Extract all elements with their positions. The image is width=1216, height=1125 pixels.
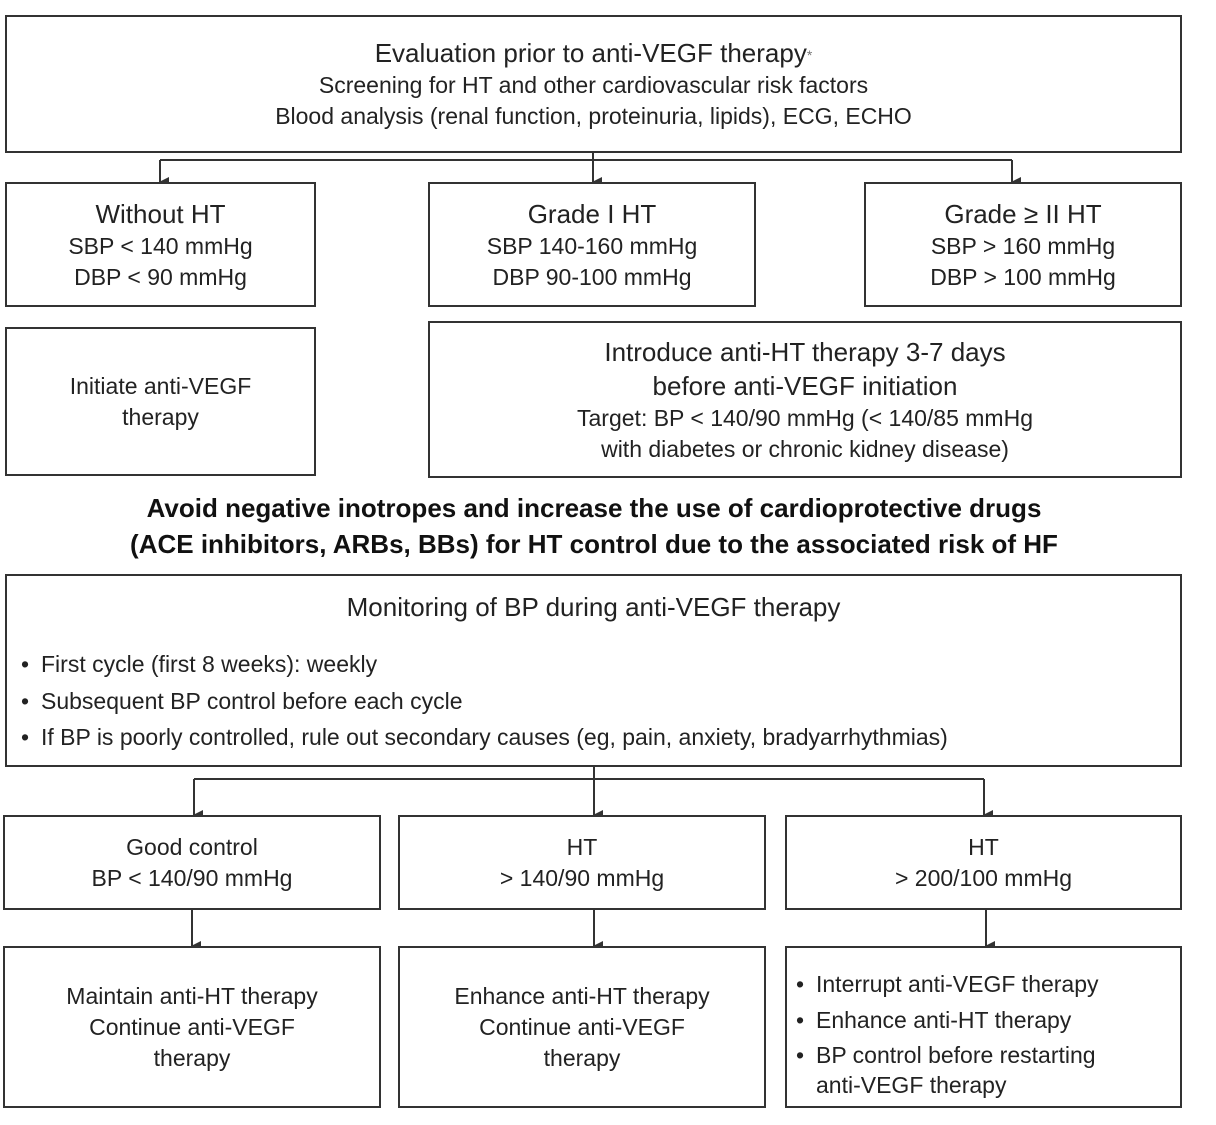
evaluation-line-blood-analysis: Blood analysis (renal function, proteinu… [275, 103, 912, 129]
target-line: Target: BP < 140/90 mmHg (< 140/85 mmHg [577, 404, 1033, 431]
evaluation-title: Evaluation prior to anti-VEGF therapy* [374, 38, 813, 68]
initiate-line: Initiate anti-VEGF [69, 372, 252, 399]
outcome-ht-140-90: HT > 140/90 mmHg [398, 815, 766, 910]
monitoring-bullet: If BP is poorly controlled, rule out sec… [21, 719, 948, 756]
initiate-therapy-box: Initiate anti-VEGF therapy [5, 327, 316, 476]
action-line: Enhance anti-HT therapy [454, 982, 710, 1009]
severe-action-continuation: anti-VEGF therapy [816, 1072, 1007, 1098]
outcome-line: > 200/100 mmHg [894, 864, 1073, 891]
category-dbp: DBP < 90 mmHg [74, 263, 247, 290]
outcome-good-control: Good control BP < 140/90 mmHg [3, 815, 381, 910]
introduce-line: Introduce anti-HT therapy 3-7 days [604, 336, 1006, 367]
outcome-line: Good control [126, 833, 258, 860]
avoid-note-line: (ACE inhibitors, ARBs, BBs) for HT contr… [130, 529, 1058, 559]
evaluation-line-screening: Screening for HT and other cardiovascula… [318, 72, 869, 98]
outcome-line: BP < 140/90 mmHg [91, 864, 293, 891]
category-sbp: SBP 140-160 mmHg [486, 232, 698, 259]
action-moderate-ht: Enhance anti-HT therapy Continue anti-VE… [398, 946, 766, 1108]
action-line: therapy [153, 1044, 231, 1071]
severe-action-list: Interrupt anti-VEGF therapy Enhance anti… [796, 967, 1099, 1074]
monitoring-title: Monitoring of BP during anti-VEGF therap… [346, 592, 841, 622]
category-title: Grade ≥ II HT [944, 198, 1102, 229]
category-sbp: SBP > 160 mmHg [930, 232, 1116, 259]
outcome-line: HT [968, 833, 999, 860]
evaluation-box: Evaluation prior to anti-VEGF therapy* S… [5, 15, 1182, 153]
category-sbp: SBP < 140 mmHg [68, 232, 253, 259]
introduce-anti-ht-box: Introduce anti-HT therapy 3-7 days befor… [428, 321, 1182, 478]
severe-action-bullet: BP control before restarting [796, 1038, 1099, 1074]
outcome-line: HT [566, 833, 598, 860]
monitoring-bullet: Subsequent BP control before each cycle [21, 683, 948, 720]
action-line: Continue anti-VEGF [89, 1013, 295, 1040]
initiate-line: therapy [122, 403, 199, 430]
introduce-line: before anti-VEGF initiation [652, 370, 958, 401]
category-grade-1-ht: Grade I HT SBP 140-160 mmHg DBP 90-100 m… [428, 182, 756, 307]
outcome-connectors [191, 910, 995, 951]
target-line: with diabetes or chronic kidney disease) [601, 435, 1009, 462]
category-without-ht: Without HT SBP < 140 mmHg DBP < 90 mmHg [5, 182, 316, 307]
monitoring-bullet-list: First cycle (first 8 weeks): weekly Subs… [21, 646, 948, 756]
monitoring-box: Monitoring of BP during anti-VEGF therap… [5, 574, 1182, 767]
action-good-control: Maintain anti-HT therapy Continue anti-V… [3, 946, 381, 1108]
avoid-note-line: Avoid negative inotropes and increase th… [146, 493, 1042, 523]
action-line: Maintain anti-HT therapy [66, 982, 318, 1009]
monitoring-bullet: First cycle (first 8 weeks): weekly [21, 646, 948, 683]
monitoring-connector [193, 767, 993, 820]
action-severe-ht: Interrupt anti-VEGF therapy Enhance anti… [785, 946, 1182, 1108]
category-title: Grade I HT [527, 198, 657, 229]
severe-action-bullet: Interrupt anti-VEGF therapy [796, 967, 1099, 1003]
top-connector [159, 152, 1021, 187]
action-line: therapy [543, 1044, 621, 1071]
avoid-inotropes-note: Avoid negative inotropes and increase th… [0, 490, 1188, 562]
outcome-ht-200-100: HT > 200/100 mmHg [785, 815, 1182, 910]
category-grade-2-ht: Grade ≥ II HT SBP > 160 mmHg DBP > 100 m… [864, 182, 1182, 307]
severe-action-bullet: Enhance anti-HT therapy [796, 1003, 1099, 1039]
category-dbp: DBP > 100 mmHg [930, 263, 1116, 290]
outcome-line: > 140/90 mmHg [499, 864, 665, 891]
category-dbp: DBP 90-100 mmHg [492, 263, 692, 290]
action-line: Continue anti-VEGF [479, 1013, 685, 1040]
evaluation-asterisk: * [806, 47, 813, 63]
category-title: Without HT [95, 198, 226, 229]
